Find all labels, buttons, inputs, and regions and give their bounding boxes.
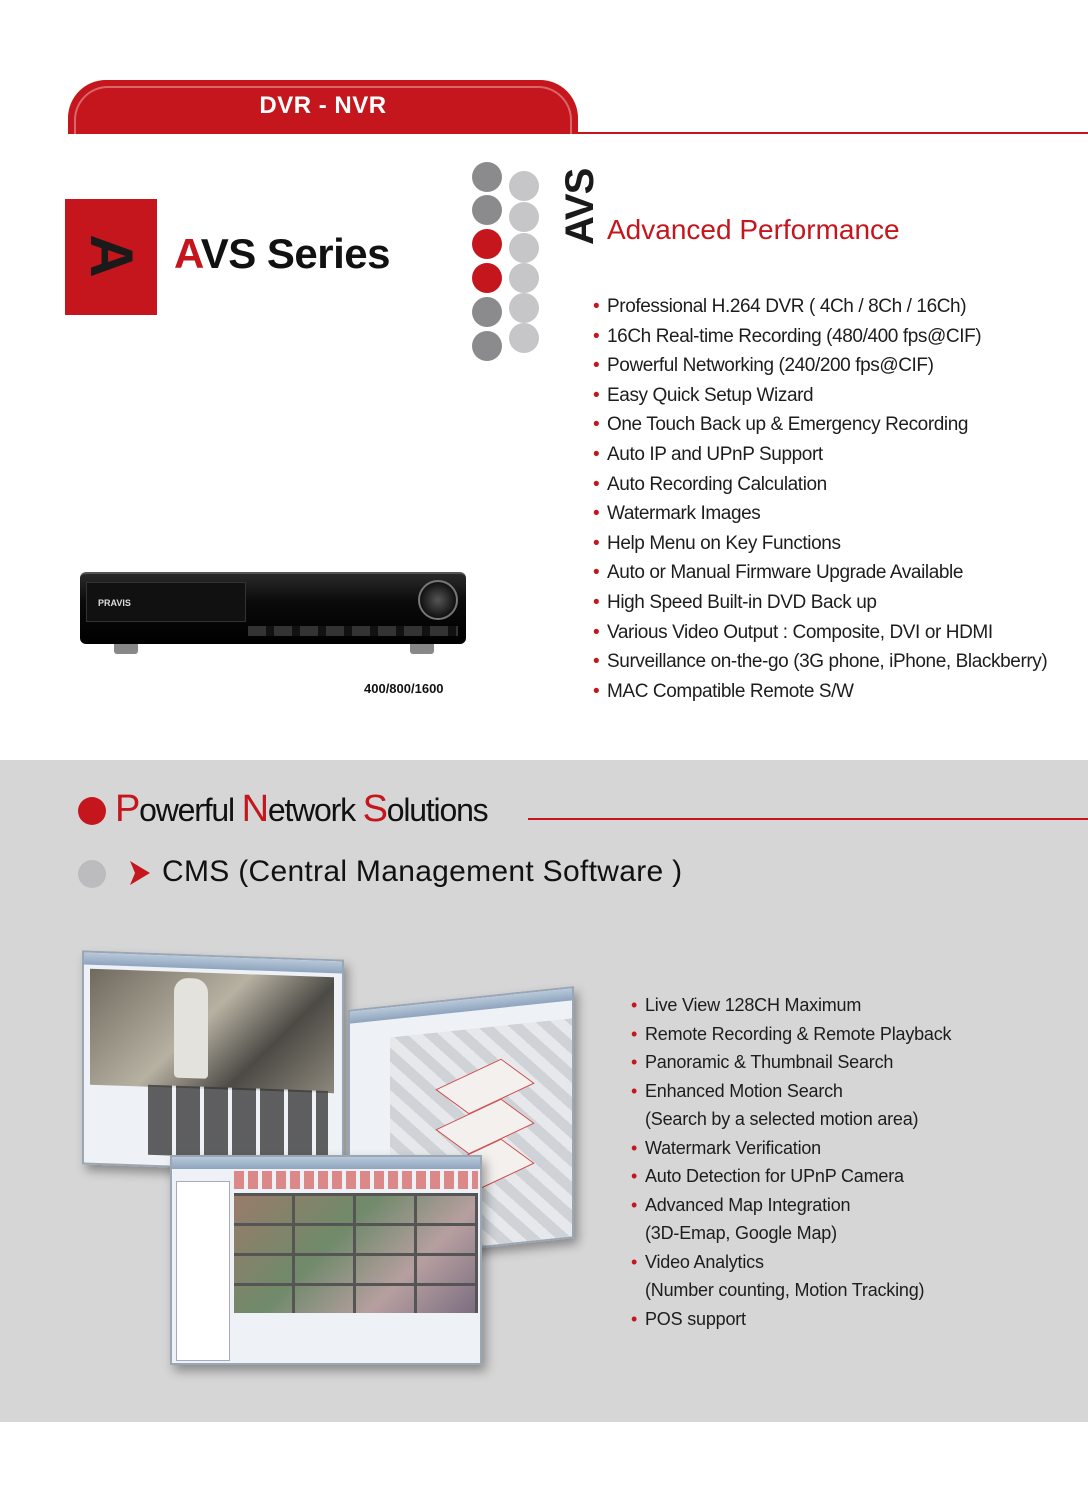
list-item: •Live View 128CH Maximum [631,995,862,1015]
list-item: •High Speed Built-in DVD Back up [593,591,877,613]
decor-dot [472,195,502,225]
list-item: •Auto Detection for UPnP Camera [631,1166,904,1186]
list-item: •Video Analytics [631,1251,764,1272]
list-item: •Various Video Output : Composite, DVI o… [593,621,993,643]
header-tab-label: DVR - NVR [259,92,387,119]
dvr-jog-dial [418,580,458,620]
dvr-foot [114,644,138,654]
dvr-button-row [248,626,458,636]
decor-dot [509,323,539,353]
decor-dot [472,263,502,293]
cms-feature-list: •Live View 128CH Maximum •Remote Recordi… [631,992,952,1334]
list-item: •Help Menu on Key Functions [593,532,841,554]
decor-dot [472,229,502,259]
list-item: •One Touch Back up & Emergency Recording [593,414,969,436]
section-dot-icon [78,797,106,825]
list-item: •Watermark Verification [631,1137,821,1158]
header-rule [578,132,1088,134]
decor-dot [509,293,539,323]
network-section-rule [528,818,1088,820]
decor-dot [509,202,539,232]
cms-dot-icon [78,860,106,888]
list-item: •Auto or Manual Firmware Upgrade Availab… [593,562,964,584]
cms-title: CMS (Central Management Software ) [162,855,683,888]
dvr-model-caption: 400/800/1600 [364,681,444,696]
list-item: (Number counting, Motion Tracking) [645,1280,925,1300]
dvr-brand-logo: PRAVIS [98,598,131,608]
decor-dot [472,297,502,327]
advanced-performance-title: Advanced Performance [607,214,900,245]
list-item: •POS support [631,1308,746,1329]
decor-dot [472,162,502,192]
list-item: •Enhanced Motion Search [631,1080,843,1101]
avs-logo-letter: A [78,234,145,278]
series-title-rest: VS Series [200,230,391,277]
dvr-foot [410,644,434,654]
list-item: (3D-Emap, Google Map) [645,1223,837,1243]
list-item: •Professional H.264 DVR ( 4Ch / 8Ch / 16… [593,296,967,317]
list-item: •Advanced Map Integration [631,1194,851,1215]
list-item: •Easy Quick Setup Wizard [593,384,814,406]
decor-dot [509,263,539,293]
chevron-right-icon [130,861,150,885]
dvr-device-image: PRAVIS [80,572,466,656]
decor-dot [509,171,539,201]
list-item: •Remote Recording & Remote Playback [631,1023,952,1044]
decor-dot [472,331,502,361]
list-item: •Surveillance on-the-go (3G phone, iPhon… [593,651,1048,673]
cms-liveview-screenshot [170,1155,482,1365]
cms-playback-screenshot [82,950,344,1174]
decor-dot [509,233,539,263]
list-item: •Auto Recording Calculation [593,473,827,495]
list-item: (Search by a selected motion area) [645,1109,919,1129]
list-item: •Auto IP and UPnP Support [593,443,823,465]
header-tab [68,80,578,134]
network-section-title: Powerful Network Solutions [115,788,489,830]
series-title: AVS Series [174,230,391,278]
avs-logo-box [65,199,157,315]
list-item: •Powerful Networking (240/200 fps@CIF) [593,355,934,377]
list-item: •16Ch Real-time Recording (480/400 fps@C… [593,325,982,347]
list-item: •Watermark Images [593,503,761,525]
series-title-accent: A [174,230,201,277]
avs-vertical-label: AVS [558,168,602,245]
dvr-front-panel [86,582,246,622]
advanced-feature-list: •Professional H.264 DVR ( 4Ch / 8Ch / 16… [593,294,1048,708]
list-item: •MAC Compatible Remote S/W [593,680,854,702]
list-item: •Panoramic & Thumbnail Search [631,1052,894,1072]
